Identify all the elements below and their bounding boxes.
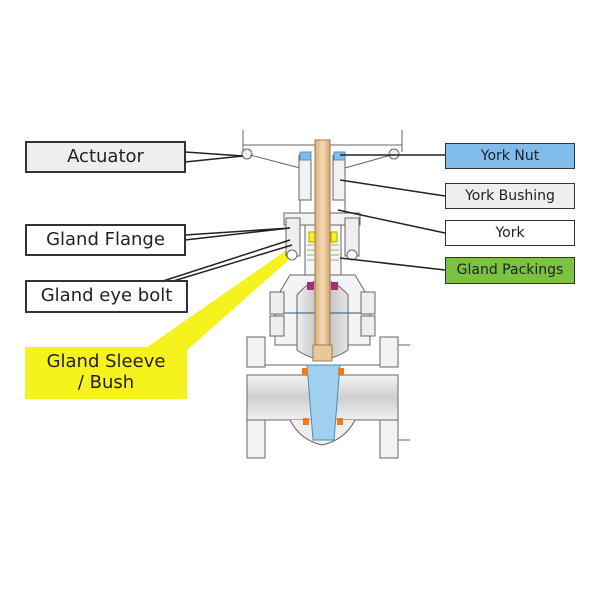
- label-gland-flange: Gland Flange: [25, 224, 186, 256]
- actuator-pointer: [184, 151, 244, 163]
- label-actuator: Actuator: [25, 141, 186, 173]
- label-gland-eye-bolt: Gland eye bolt: [25, 280, 188, 313]
- york-bushing-pointer: [339, 179, 446, 197]
- label-york-bushing: York Bushing: [445, 183, 575, 209]
- gland-packings-pointer: [339, 257, 446, 271]
- gland-flange-pointer: [184, 227, 291, 241]
- gland-eye-bolt-pointer: [159, 239, 291, 283]
- label-york-nut: York Nut: [445, 143, 575, 169]
- leader-lines: [159, 151, 446, 283]
- valve-drawing: [241, 130, 410, 459]
- label-gland-sleeve: Gland Sleeve / Bush: [25, 347, 187, 399]
- gland-sleeve-pointer: [140, 245, 300, 352]
- york-pointer: [337, 209, 446, 234]
- label-gland-packings: Gland Packings: [445, 257, 575, 284]
- label-york: York: [445, 220, 575, 246]
